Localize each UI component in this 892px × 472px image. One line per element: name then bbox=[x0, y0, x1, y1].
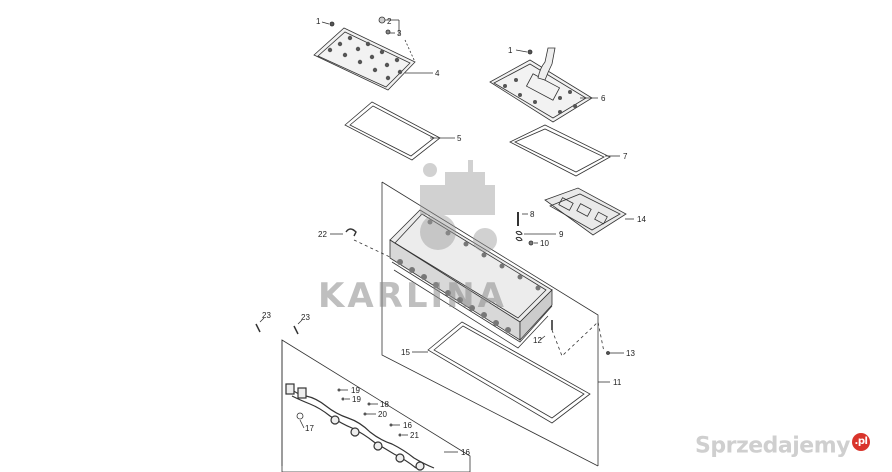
callout-8: 8 bbox=[530, 210, 535, 219]
callout-18a: 18 bbox=[380, 400, 389, 409]
callout-13: 13 bbox=[626, 349, 635, 358]
watermark-text: KARLINA bbox=[318, 276, 507, 316]
callout-7: 7 bbox=[623, 152, 628, 161]
callout-11: 11 bbox=[613, 378, 622, 387]
callout-9: 9 bbox=[559, 230, 564, 239]
callout-1a: 1 bbox=[316, 17, 321, 26]
callout-4: 4 bbox=[435, 69, 440, 78]
callout-10: 10 bbox=[540, 239, 549, 248]
gasket-5 bbox=[344, 101, 441, 161]
gasket-15 bbox=[427, 321, 591, 424]
site-badge: Sprzedajemy.pl bbox=[695, 432, 870, 458]
wiring-harness-16 bbox=[285, 383, 435, 471]
valve-cover-11 bbox=[389, 209, 553, 349]
callout-19a: 19 bbox=[351, 386, 360, 395]
callout-23a: 23 bbox=[262, 311, 271, 320]
gasket-7 bbox=[509, 124, 611, 177]
callout-15: 15 bbox=[401, 348, 410, 357]
callout-20: 20 bbox=[378, 410, 387, 419]
callout-21: 21 bbox=[410, 431, 419, 440]
watermark-tractor-icon bbox=[420, 160, 497, 252]
callout-1b: 1 bbox=[508, 46, 513, 55]
callout-23b: 23 bbox=[301, 313, 310, 322]
callout-12: 12 bbox=[533, 336, 542, 345]
cover-plate-6 bbox=[489, 47, 593, 123]
site-badge-suffix: .pl bbox=[852, 432, 870, 451]
callout-22: 22 bbox=[318, 230, 327, 239]
breather-14 bbox=[544, 187, 627, 236]
callout-17: 17 bbox=[305, 424, 314, 433]
callout-16a: 16 bbox=[403, 421, 412, 430]
callout-5: 5 bbox=[457, 134, 462, 143]
callouts: 1 2 3 4 5 1 6 7 14 8 9 10 22 12 13 11 15… bbox=[262, 17, 646, 457]
cover-plate-4 bbox=[313, 27, 416, 91]
callout-3: 3 bbox=[397, 29, 402, 38]
callout-2: 2 bbox=[387, 17, 392, 26]
site-badge-text: Sprzedajemy bbox=[695, 433, 851, 458]
callout-19b: 19 bbox=[352, 395, 361, 404]
callout-14: 14 bbox=[637, 215, 646, 224]
callout-16b: 16 bbox=[461, 448, 470, 457]
callout-6: 6 bbox=[601, 94, 606, 103]
